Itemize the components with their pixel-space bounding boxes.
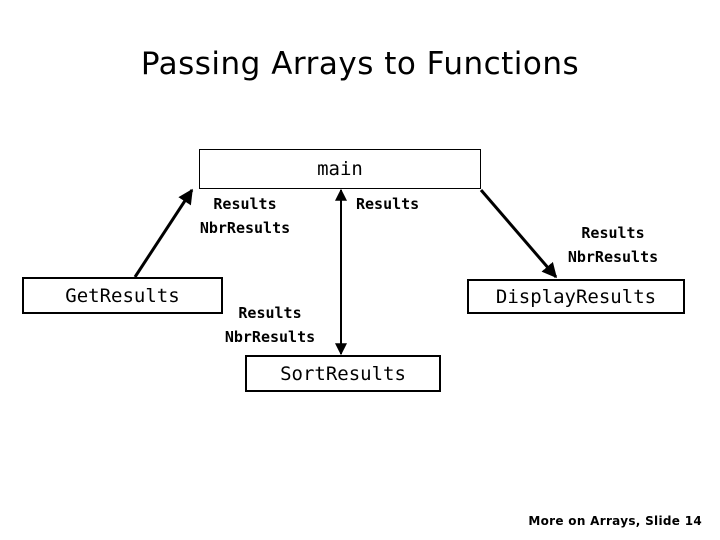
edge-main-to-display-results	[479, 189, 558, 279]
edge-label-get-results-params: Results NbrResults	[199, 195, 291, 237]
node-display-results[interactable]: DisplayResults	[467, 279, 685, 314]
edge-label-main-sort-in: Results NbrResults	[224, 304, 316, 346]
edge-label-display-results-params: Results NbrResults	[567, 224, 659, 266]
node-get-results-label: GetResults	[65, 284, 180, 307]
node-main[interactable]: main	[199, 149, 481, 189]
edge-get-results-to-main	[133, 188, 194, 278]
node-sort-results[interactable]: SortResults	[245, 355, 441, 392]
node-main-label: main	[317, 158, 363, 180]
edge-label-main-sort-out: Results	[356, 195, 420, 213]
node-display-results-label: DisplayResults	[495, 285, 657, 308]
slide-footer: More on Arrays, Slide 14	[528, 514, 702, 528]
page-title: Passing Arrays to Functions	[140, 46, 580, 82]
node-sort-results-label: SortResults	[280, 362, 406, 385]
node-get-results[interactable]: GetResults	[22, 277, 223, 314]
